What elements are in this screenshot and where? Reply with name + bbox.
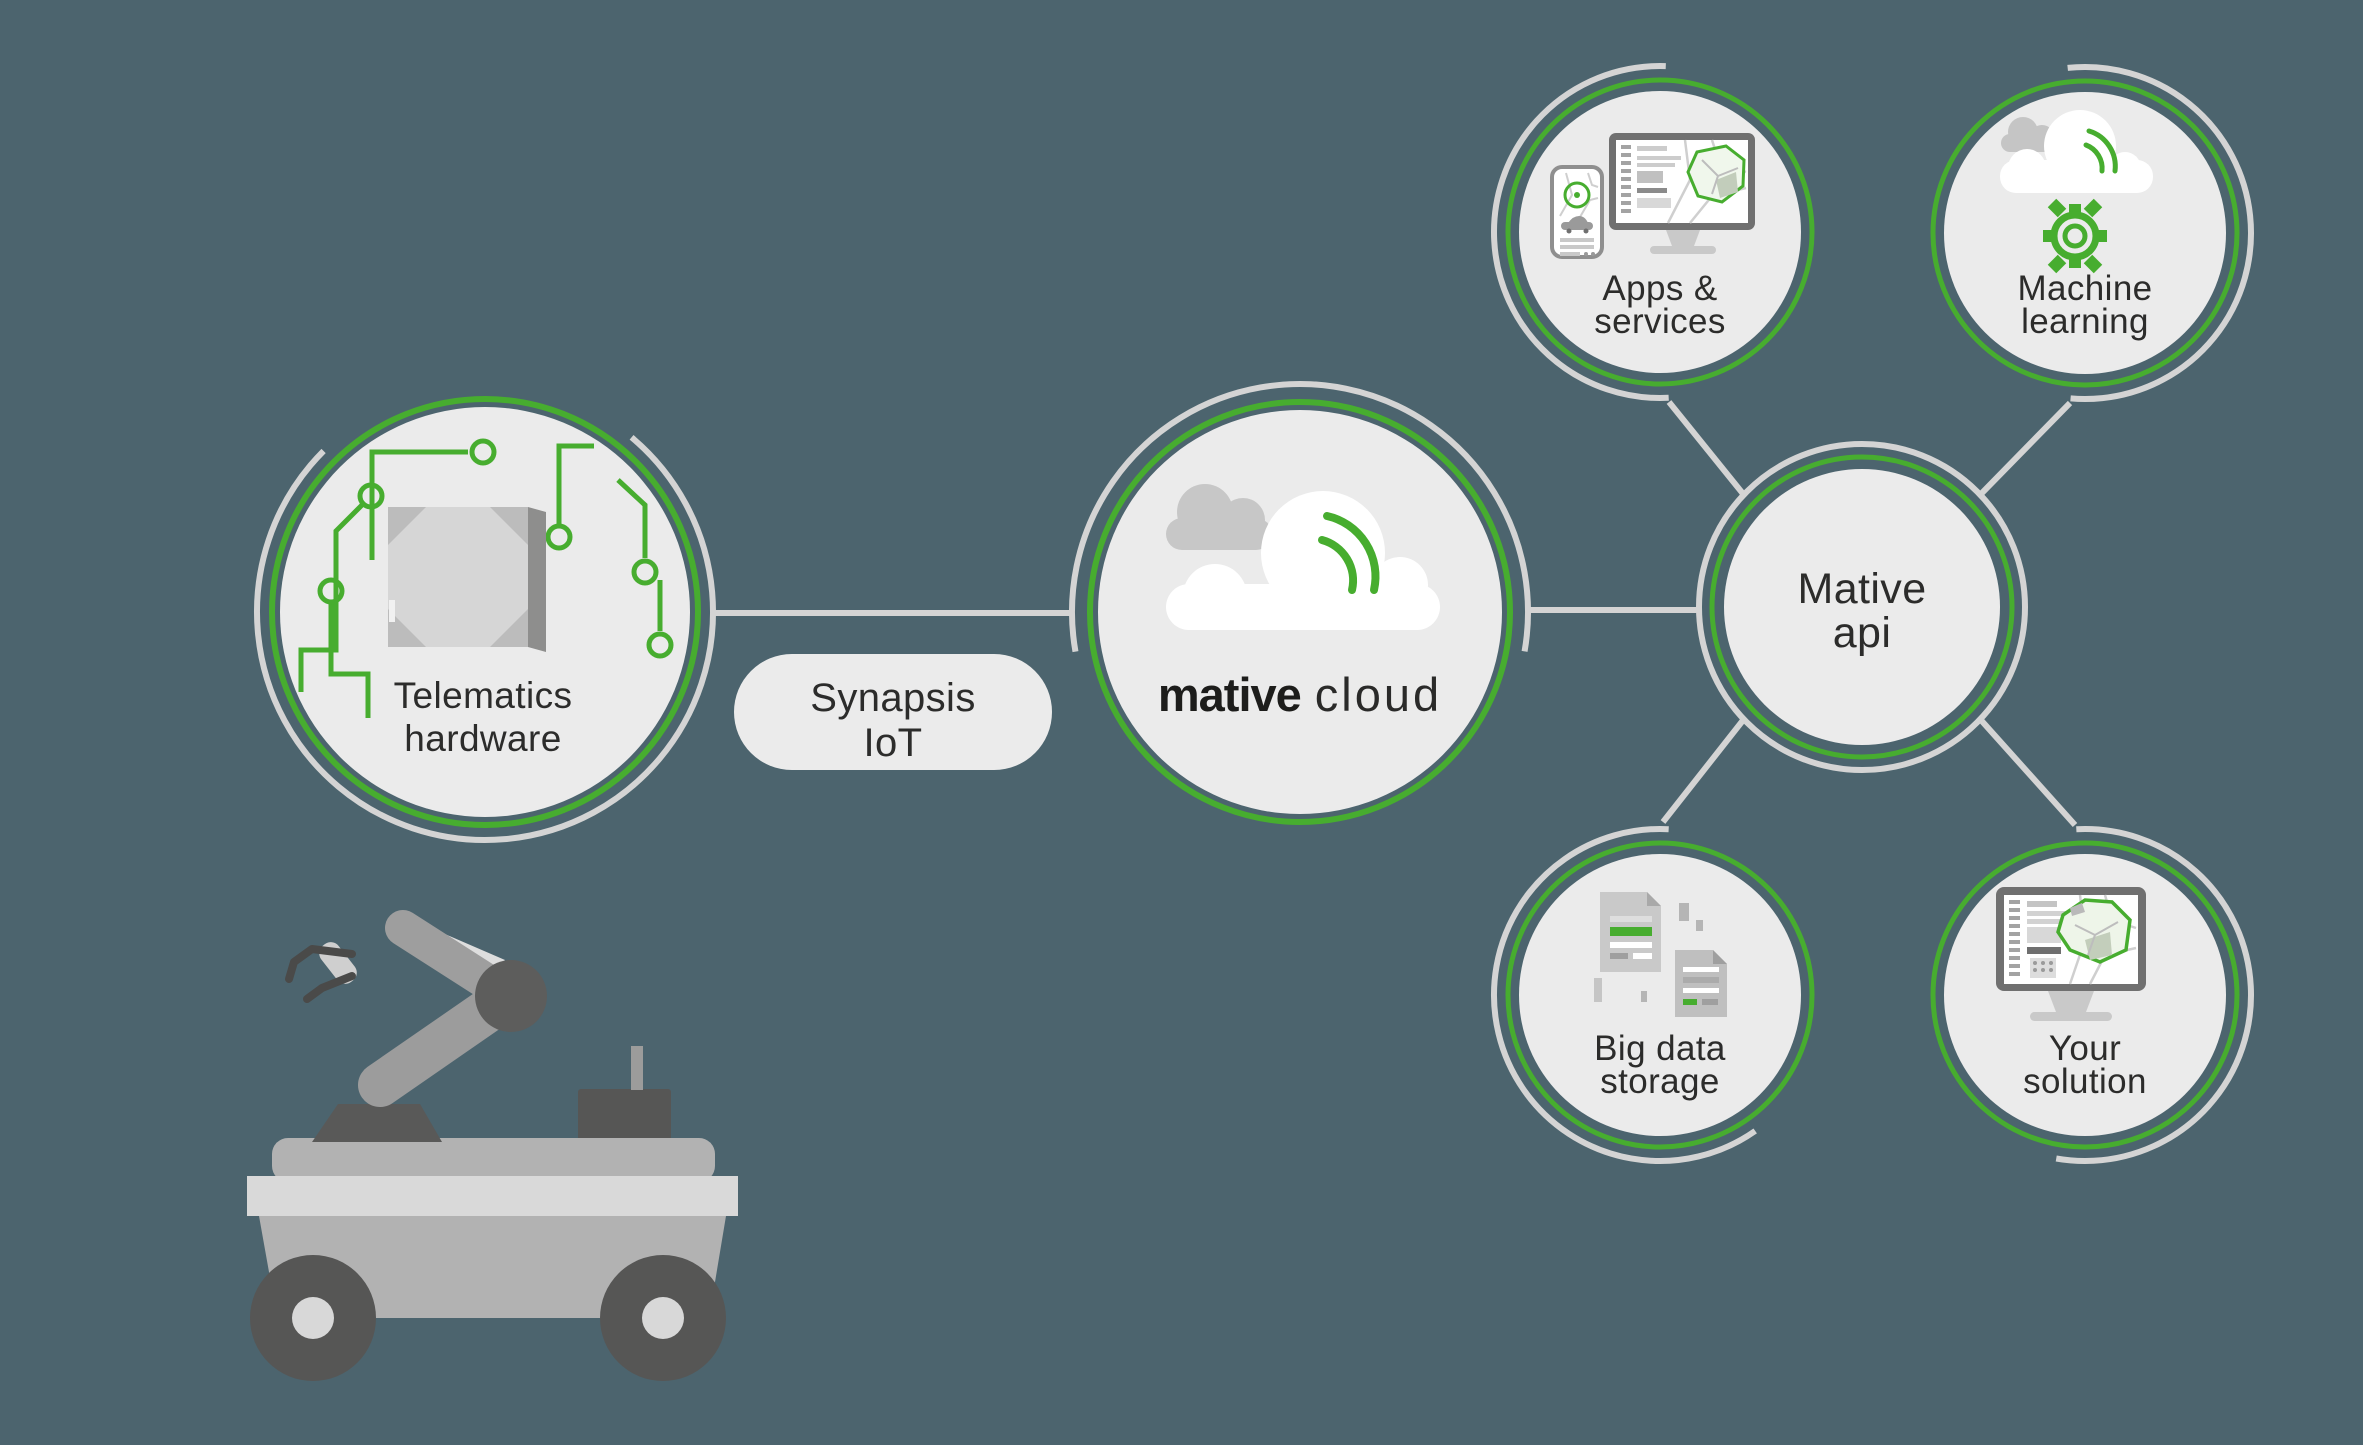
- ml-label-line2: learning: [2021, 302, 2149, 341]
- monitor-map-icon: [1996, 887, 2146, 1021]
- apps-label-line1: Apps &: [1602, 269, 1718, 308]
- link-api-your-solution: [1977, 716, 2078, 828]
- your-solution-green-ring: [1930, 840, 2240, 1150]
- rover-antenna: [631, 1046, 643, 1090]
- rover-bumper: [247, 1176, 738, 1216]
- telematics-green-ring: [269, 396, 701, 828]
- map-zone-polygon: [2056, 898, 2132, 964]
- telematics-label-line1: Telematics: [393, 675, 573, 716]
- api-circle: [1724, 469, 2000, 745]
- big-data-label: Big data storage: [1520, 1029, 1800, 1101]
- arm-elbow-joint: [475, 960, 547, 1032]
- apps-green-ring: [1505, 77, 1815, 387]
- cloud-signal-icon: [1166, 484, 1440, 630]
- your-solution-label: Your solution: [1945, 1029, 2225, 1101]
- arm-lower-segment: [358, 980, 522, 1107]
- arm-base: [312, 1104, 442, 1142]
- monitor-stand: [1666, 230, 1700, 246]
- phone-car-icon: [1561, 222, 1593, 230]
- cloud-green-ring: [1087, 399, 1513, 825]
- bigdata-label-line1: Big data: [1594, 1029, 1726, 1068]
- synapsis-label-line1: Synapsis: [810, 676, 976, 720]
- your-solution-arc: [1916, 826, 2254, 1164]
- brand-bold: mative: [1157, 668, 1302, 721]
- signal-arcs: [2083, 128, 2118, 174]
- telematics-arc: [254, 381, 716, 843]
- rover-sensor-box: [578, 1089, 671, 1141]
- link-api-apps: [1666, 400, 1747, 497]
- brand-light: cloud: [1314, 668, 1443, 721]
- robot-rover-arm-icon: [247, 910, 738, 1381]
- devices-map-icon: [1550, 133, 1755, 259]
- big-data-circle: [1519, 854, 1801, 1136]
- api-green-ring: [1709, 454, 2015, 760]
- link-api-machine-learning: [1977, 400, 2073, 498]
- solution-label-line1: Your: [2048, 1029, 2122, 1068]
- api-label-line2: api: [1832, 609, 1892, 657]
- arm-upper-segment: [385, 910, 510, 1003]
- device-front-face: [388, 507, 528, 647]
- solution-label-line2: solution: [2023, 1062, 2147, 1101]
- apps-services-label: Apps & services: [1520, 269, 1800, 341]
- document-1: [1600, 892, 1661, 972]
- phone-locator-circle: [1563, 181, 1591, 209]
- synapsis-pill: [734, 654, 1052, 770]
- ml-label-line1: Machine: [2017, 269, 2153, 308]
- arm-gripper: [285, 945, 356, 1003]
- document-2: [1675, 950, 1727, 1017]
- rover-top-deck: [272, 1138, 715, 1182]
- synapsis-label: Synapsis IoT: [743, 676, 1043, 766]
- machine-learning-green-ring: [1930, 78, 2240, 388]
- apps-label-line2: services: [1594, 302, 1726, 341]
- cloud-arc: [1069, 381, 1532, 843]
- wheel-hub: [642, 1297, 684, 1339]
- link-api-big-data: [1660, 717, 1747, 824]
- monitor-stand: [2048, 991, 2094, 1012]
- documents-icon: [1594, 892, 1727, 1017]
- telematics-label-line2: hardware: [404, 718, 562, 759]
- telematics-device-icon: [298, 438, 674, 718]
- cloud-gear-icon: [2000, 110, 2153, 274]
- api-label: Mative api: [1742, 567, 1982, 655]
- big-data-green-ring: [1505, 840, 1815, 1150]
- apps-arc: [1491, 62, 1829, 401]
- small-cloud: [1166, 484, 1272, 550]
- phone-body: [1550, 165, 1604, 259]
- device-side-face: [528, 507, 546, 652]
- wheel-hub: [292, 1297, 334, 1339]
- signal-arcs: [1318, 512, 1380, 594]
- machine-learning-label: Machine learning: [1945, 269, 2225, 341]
- bigdata-label-line2: storage: [1600, 1062, 1720, 1101]
- telematics-label: Telematics hardware: [313, 674, 653, 760]
- synapsis-label-line2: IoT: [863, 721, 923, 765]
- api-label-line1: Mative: [1797, 565, 1927, 613]
- gear-icon: [2043, 198, 2107, 274]
